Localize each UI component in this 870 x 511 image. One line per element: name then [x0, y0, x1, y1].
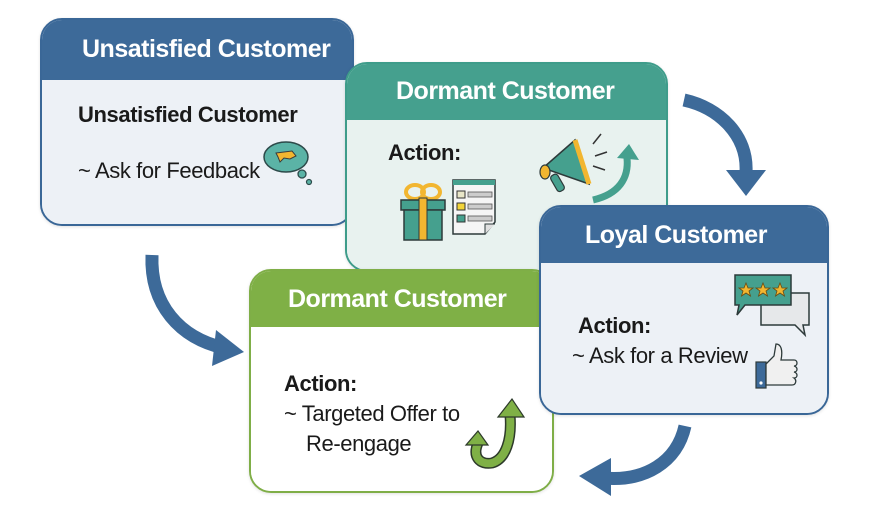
action-label: Action: [388, 140, 461, 165]
card-loyal-customer: Loyal Customer Action: ~ Ask for a Revie… [539, 205, 829, 415]
card-body: Action: ~ Targeted Offer to Re-engage [251, 327, 552, 491]
card-title: Dormant Customer [288, 285, 507, 313]
action-text: ~ Ask for a Review [572, 343, 748, 368]
megaphone-icon [539, 133, 608, 193]
gift-icon [400, 183, 446, 241]
arrow-unsatisfied-to-dormant [145, 254, 244, 366]
checklist-icon [452, 179, 496, 235]
u-turn-arrow-icon [464, 397, 526, 469]
card-dormant-customer-teal: Dormant Customer Action: [345, 62, 668, 272]
card-title: Loyal Customer [585, 221, 767, 249]
card-header: Dormant Customer [347, 64, 666, 120]
thumbs-up-icon [755, 343, 798, 389]
thought-bubble-icon [263, 141, 313, 186]
card-title: Unsatisfied Customer [82, 35, 331, 63]
card-header: Loyal Customer [541, 207, 827, 263]
arrow-loyal-to-dormant [579, 424, 692, 496]
curved-up-arrow-icon [592, 144, 639, 204]
action-text-line-2: Re-engage [306, 431, 412, 456]
card-body: Unsatisfied Customer ~ Ask for Feedback [42, 80, 352, 224]
star-rating-chat-icon [734, 274, 810, 338]
card-subtitle: Unsatisfied Customer [78, 102, 298, 127]
action-text: ~ Ask for Feedback [78, 158, 260, 183]
action-label: Action: [284, 371, 357, 396]
action-label: Action: [578, 313, 651, 338]
action-text-line-1: ~ Targeted Offer to [284, 401, 460, 426]
arrow-dormant-to-loyal [682, 93, 766, 196]
card-title: Dormant Customer [396, 77, 615, 105]
card-unsatisfied-customer: Unsatisfied Customer Unsatisfied Custome… [40, 18, 354, 226]
card-header: Dormant Customer [251, 271, 552, 327]
card-body: Action: ~ Ask for a Review [541, 263, 827, 413]
card-dormant-customer-green: Dormant Customer Action: ~ Targeted Offe… [249, 269, 554, 493]
card-header: Unsatisfied Customer [42, 20, 352, 80]
